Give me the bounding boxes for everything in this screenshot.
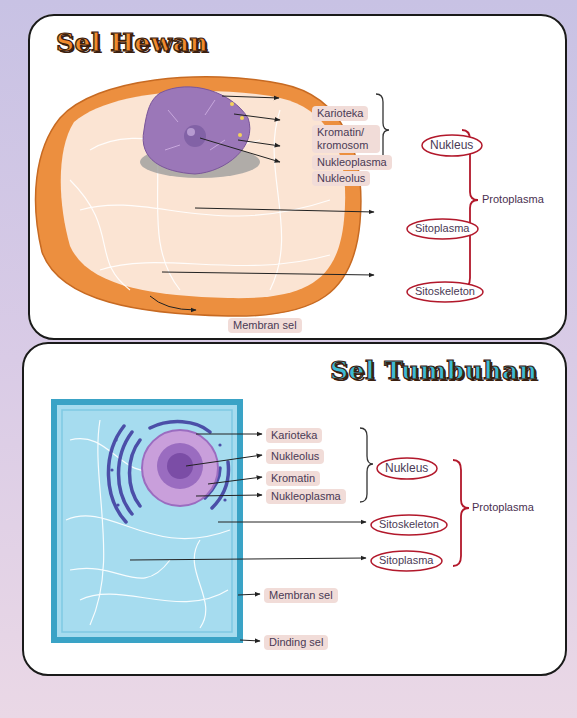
label-text: Dinding sel — [269, 636, 323, 649]
label-text: Kromatin — [271, 472, 315, 485]
ellipse-outline — [407, 219, 478, 239]
circled-label: Nukleus — [421, 134, 483, 157]
label-text: Membran sel — [269, 589, 333, 602]
label-box: Nukleoplasma — [266, 489, 346, 504]
panel-ground — [22, 342, 567, 676]
label-box: Membran sel — [264, 588, 338, 603]
label-box: Kromatin — [266, 471, 320, 486]
label-box: Kromatin/ kromosom — [312, 125, 380, 153]
label-text: Sitoplasma — [379, 554, 433, 567]
label-box: Dinding sel — [264, 635, 328, 650]
label-text: Nukleus — [430, 138, 473, 152]
label-text: Nukleus — [385, 461, 428, 475]
label-text: Sitoskeleton — [415, 285, 475, 298]
circled-label: Sitoskeleton — [406, 281, 484, 303]
label-box: Nukleolus — [312, 171, 370, 186]
ellipse-outline — [371, 515, 447, 535]
plant-cell — [54, 402, 240, 640]
label-text: Nukleolus — [317, 172, 365, 185]
label-text: Sitoplasma — [415, 222, 469, 235]
label-text: Nukleolus — [271, 450, 319, 463]
label-box: Karioteka — [312, 106, 368, 121]
label-text: Karioteka — [317, 107, 363, 120]
label-text: Karioteka — [271, 429, 317, 442]
circled-label: Sitoplasma — [406, 218, 479, 240]
label-text: Sitoskeleton — [379, 518, 439, 531]
label-box: Membran sel — [228, 318, 302, 333]
cell-panel: Sel HewanKariotekaKromatin/ kromosomNukl… — [28, 14, 567, 340]
label-box: Karioteka — [266, 428, 322, 443]
ellipse-outline — [371, 551, 442, 571]
label-box: Nukleoplasma — [312, 155, 392, 170]
panel-ground — [28, 14, 567, 340]
label-text: Membran sel — [233, 319, 297, 332]
label-text: Kromatin/ kromosom — [317, 126, 375, 152]
ellipse-outline — [377, 458, 437, 479]
circled-label: Sitoplasma — [370, 550, 443, 572]
label-text: Nukleoplasma — [317, 156, 387, 169]
ellipse-outline — [407, 282, 483, 302]
group-label: Protoplasma — [482, 193, 544, 205]
panel-title: Sel Hewan — [56, 28, 208, 57]
group-label: Protoplasma — [472, 501, 534, 513]
circled-label: Nukleus — [376, 457, 438, 480]
panel-title: Sel Tumbuhan — [330, 356, 537, 385]
ellipse-outline — [422, 135, 482, 156]
label-text: Nukleoplasma — [271, 490, 341, 503]
circled-label: Sitoskeleton — [370, 514, 448, 536]
label-box: Nukleolus — [266, 449, 324, 464]
